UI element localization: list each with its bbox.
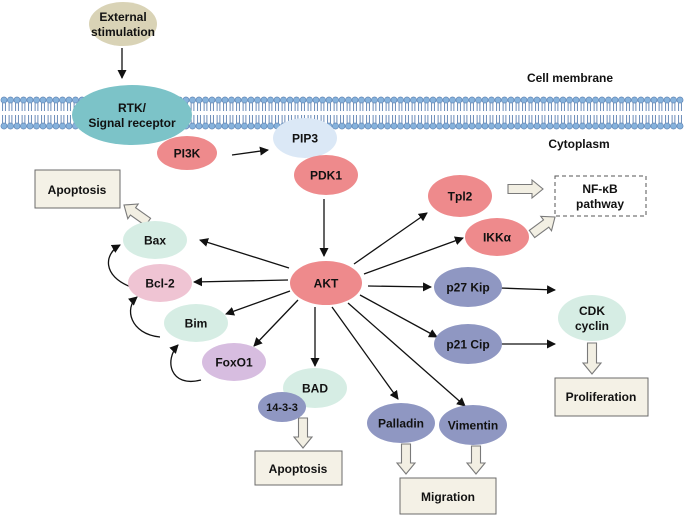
- block-arrow-palladin-to-migration: [395, 443, 417, 475]
- pi3k-node: PI3K: [157, 136, 217, 170]
- tpl2-label: Tpl2: [448, 189, 473, 203]
- cdk-label-line2: cyclin: [575, 319, 609, 333]
- arrow-bcl2-to-bax: [107, 244, 132, 288]
- pip3-label: PIP3: [292, 131, 318, 145]
- arrow-akt-to-bim: [225, 290, 291, 316]
- ikka-label: IKKα: [483, 230, 512, 244]
- palladin-label: Palladin: [378, 416, 424, 430]
- bcl2-label: Bcl-2: [145, 276, 175, 290]
- p21-cip-node: p21 Cip: [434, 324, 502, 364]
- p27-label: p27 Kip: [446, 280, 489, 294]
- bim-node: Bim: [164, 304, 228, 342]
- 14-3-3-node: 14-3-3: [258, 392, 306, 422]
- bax-node: Bax: [123, 221, 187, 259]
- p1433-ellipse: [258, 392, 306, 422]
- block-arrow-bad-to-apoptosis: [292, 417, 314, 449]
- nfkb-pathway-box: NF-κB pathway: [554, 175, 647, 217]
- p1433-label: 14-3-3: [266, 402, 298, 414]
- pdk1-ellipse: [294, 155, 358, 195]
- rtk-label-line2: Signal receptor: [88, 116, 176, 130]
- apoptosis-top-label: Apoptosis: [48, 183, 107, 197]
- vimentin-label: Vimentin: [448, 418, 498, 432]
- pi3k-label: PI3K: [174, 146, 201, 160]
- rtk-receptor-node: RTK/Signal receptor: [72, 85, 192, 145]
- apoptosis-box-bottom: Apoptosis: [254, 450, 343, 486]
- bax-ellipse: [123, 221, 187, 259]
- arrows: [107, 48, 556, 407]
- p21-ellipse: [434, 324, 502, 364]
- block-arrow-cdk-to-proliferation: [581, 342, 603, 375]
- akt-ellipse: [290, 261, 362, 305]
- cdk-label-line1: CDK: [579, 304, 605, 318]
- block-arrows: [123, 178, 603, 475]
- nfkb-label-line2: pathway: [576, 197, 624, 211]
- akt-node: AKT: [290, 261, 362, 305]
- pdk1-label: PDK1: [310, 168, 342, 182]
- pdk1-node: PDK1: [294, 155, 358, 195]
- akt-label: AKT: [314, 276, 339, 290]
- arrow-akt-to-bax: [199, 238, 290, 269]
- arrow-pi3k-to-pip3: [231, 146, 269, 156]
- rtk-label-line1: RTK/: [118, 101, 147, 115]
- arrow-foxo1-to-bim: [169, 344, 202, 383]
- arrow-akt-to-p27: [367, 282, 432, 292]
- bim-ellipse: [164, 304, 228, 342]
- apoptosis-box-top: Apoptosis: [34, 169, 121, 209]
- arrow-akt-to-foxo1: [253, 299, 299, 347]
- pip3-ellipse: [273, 118, 337, 158]
- block-arrow-ikka-to-nfkb: [528, 215, 556, 239]
- arrow-p27-to-cdk: [499, 285, 556, 295]
- bim-label: Bim: [185, 316, 208, 330]
- foxo1-node: FoxO1: [202, 343, 266, 381]
- external-label-line1: External: [99, 10, 146, 24]
- palladin-ellipse: [367, 403, 435, 443]
- arrow-bim-to-bcl2: [127, 296, 161, 338]
- block-arrow-vimentin-to-migration: [465, 445, 487, 475]
- tpl2-ellipse: [428, 175, 492, 217]
- pi3k-ellipse: [157, 136, 217, 170]
- migration-box: Migration: [399, 477, 497, 515]
- arrow-akt-to-bcl2: [193, 277, 289, 287]
- bcl2-node: Bcl-2: [128, 264, 192, 302]
- nfkb-label-line1: NF-κB: [582, 182, 618, 196]
- arrow-akt-to-tpl2: [353, 212, 428, 265]
- bcl2-ellipse: [128, 264, 192, 302]
- foxo1-ellipse: [202, 343, 266, 381]
- pip3-node: PIP3: [273, 118, 337, 158]
- arrow-akt-to-ikka: [363, 236, 464, 275]
- cdk-ellipse: [558, 295, 626, 341]
- block-arrow-tpl2-to-nfkb: [507, 178, 544, 200]
- external-label-line2: stimulation: [91, 25, 155, 39]
- proliferation-box: Proliferation: [554, 377, 649, 417]
- bad-label: BAD: [302, 381, 328, 395]
- foxo1-label: FoxO1: [215, 355, 253, 369]
- migration-label: Migration: [421, 490, 475, 504]
- arrow-akt-to-p21: [359, 294, 438, 338]
- palladin-node: Palladin: [367, 403, 435, 443]
- p27-ellipse: [434, 267, 502, 307]
- p27-kip-node: p27 Kip: [434, 267, 502, 307]
- vimentin-ellipse: [439, 405, 507, 445]
- tpl2-node: Tpl2: [428, 175, 492, 217]
- proliferation-label: Proliferation: [566, 390, 637, 404]
- apoptosis-bottom-label: Apoptosis: [269, 462, 328, 476]
- ikka-ellipse: [465, 218, 529, 256]
- rtk-ellipse: [72, 85, 192, 145]
- cell-membrane-label: Cell membrane: [527, 71, 613, 85]
- arrow-akt-to-palladin: [331, 306, 399, 400]
- cytoplasm-label: Cytoplasm: [548, 137, 609, 151]
- bax-label: Bax: [144, 233, 166, 247]
- external-ellipse: [89, 2, 157, 46]
- arrow-akt-to-vimentin: [347, 302, 466, 407]
- p21-label: p21 Cip: [446, 337, 489, 351]
- ikka-node: IKKα: [465, 218, 529, 256]
- vimentin-node: Vimentin: [439, 405, 507, 445]
